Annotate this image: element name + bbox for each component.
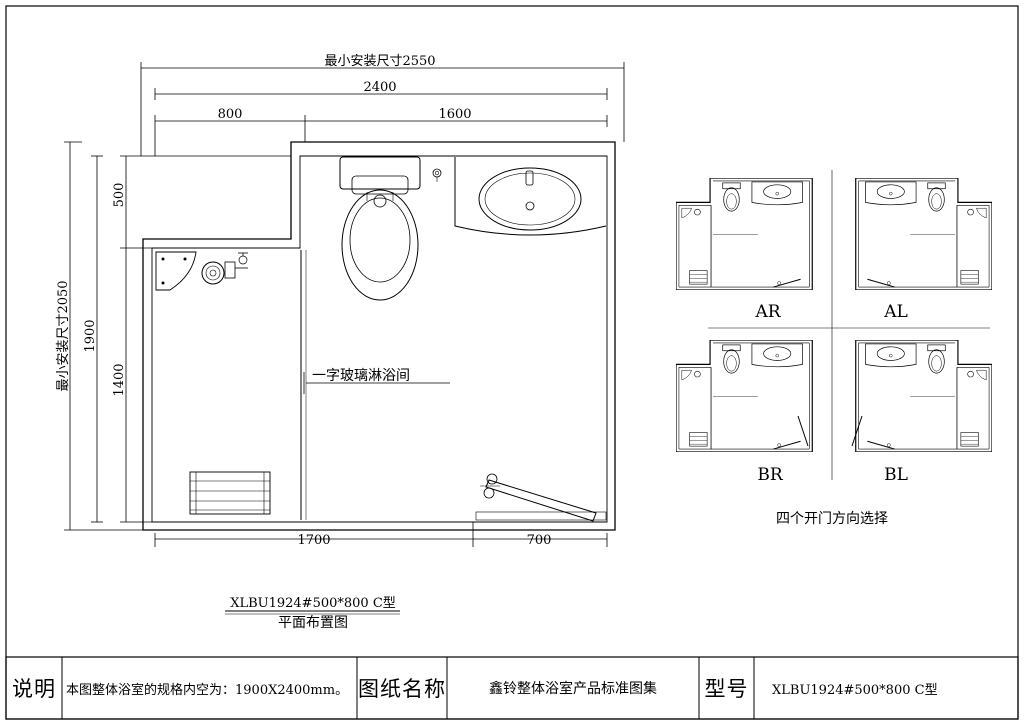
dim-inner-height: 1900	[83, 319, 98, 352]
dim-top-height: 500	[112, 183, 127, 208]
shower-partition-label: 一字玻璃淋浴间	[312, 367, 410, 384]
title-block-desc-label: 说明	[12, 677, 56, 701]
dim-inner-width: 2400	[363, 80, 396, 95]
dim-bottom-right: 700	[527, 533, 552, 548]
option-bl-plan	[851, 340, 992, 452]
dim-right-width: 1600	[438, 107, 471, 122]
title-block-name-label: 图纸名称	[358, 677, 446, 701]
door-icon	[475, 473, 607, 522]
shower-mixer-icon	[201, 252, 248, 285]
options-caption: 四个开门方向选择	[776, 511, 888, 527]
wash-basin-icon	[454, 157, 607, 236]
floor-plan: 最小安装尺寸2550 2400 800 1600 1700 700 最小安装尺寸…	[56, 54, 625, 548]
option-label-bl: BL	[884, 465, 908, 485]
option-al-plan	[855, 178, 992, 290]
title-block-drawing-name: 鑫铃整体浴室产品标准图集	[489, 681, 657, 697]
option-label-br: BR	[757, 465, 783, 485]
toilet-icon	[339, 156, 421, 301]
plan-model-code: XLBU1924#500*800 C型	[230, 596, 396, 611]
dim-left-width: 800	[218, 107, 243, 122]
option-label-ar: AR	[754, 302, 781, 322]
door-options: AR AL BR BL 四个开门方向选择	[676, 170, 992, 527]
title-block-model-value: XLBU1924#500*800 C型	[772, 682, 938, 698]
dim-min-width: 最小安装尺寸2550	[324, 54, 435, 69]
dim-min-height: 最小安装尺寸2050	[56, 280, 71, 391]
valve-icon	[432, 168, 442, 182]
shower-bench-icon	[189, 471, 271, 515]
corner-shelf-icon	[155, 251, 197, 291]
title-block-desc-text: 本图整体浴室的规格内空为：1900X2400mm。	[66, 682, 349, 698]
plan-title: 平面布置图	[278, 615, 348, 631]
dim-lower-height: 1400	[112, 363, 127, 396]
option-br-plan	[676, 340, 813, 452]
option-label-al: AL	[883, 302, 908, 322]
option-ar-plan	[676, 178, 813, 290]
title-block-model-label: 型号	[704, 677, 749, 701]
dim-bottom-left: 1700	[297, 533, 330, 548]
